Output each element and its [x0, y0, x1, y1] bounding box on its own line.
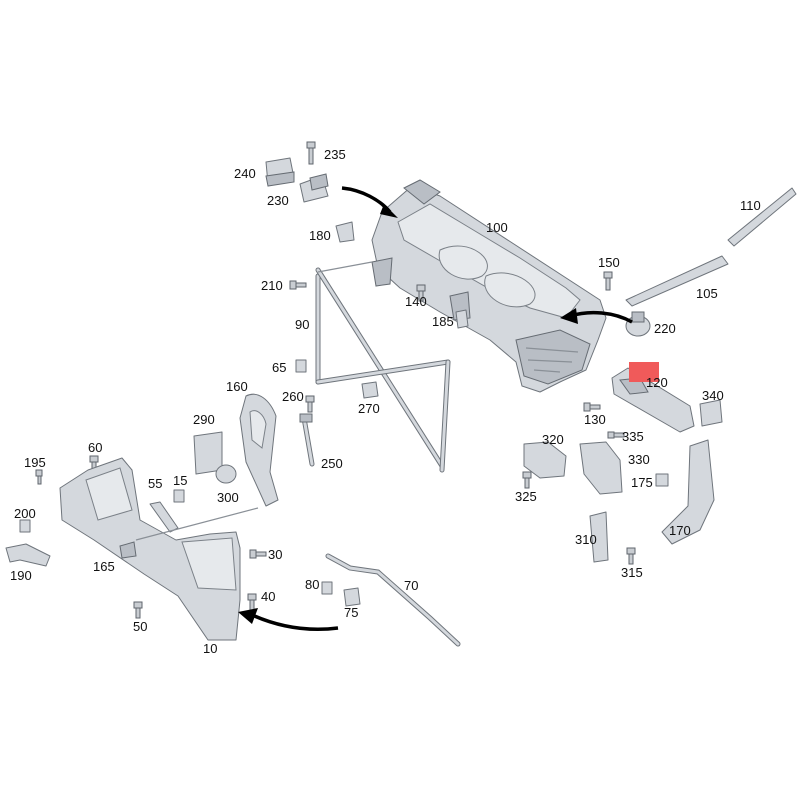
part-200-clip	[19, 519, 31, 533]
part-250-rod	[299, 413, 315, 467]
part-80-clip	[321, 581, 333, 595]
part-180-clip	[335, 221, 355, 243]
part-300-mount	[215, 464, 237, 484]
part-270-clip	[361, 381, 379, 399]
part-140-bolt	[416, 284, 426, 302]
callout-90: 90	[295, 317, 309, 332]
callout-310: 310	[575, 532, 597, 547]
callout-180: 180	[309, 228, 331, 243]
part-30-bolt	[249, 549, 267, 559]
part-260-bolt	[305, 395, 315, 413]
callout-100: 100	[486, 220, 508, 235]
part-185-clip	[455, 309, 469, 329]
callout-30: 30	[268, 547, 282, 562]
callout-230: 230	[267, 193, 289, 208]
part-10-carrier	[59, 457, 259, 641]
part-55-bracket	[149, 501, 179, 533]
callout-340: 340	[702, 388, 724, 403]
callout-110: 110	[740, 198, 761, 213]
part-240-bracket	[265, 157, 295, 187]
callout-300: 300	[217, 490, 239, 505]
part-15-clip	[173, 489, 185, 503]
part-90-strut	[315, 261, 451, 473]
callout-210: 210	[261, 278, 283, 293]
part-320-bracket	[523, 441, 567, 479]
callout-120: 120	[646, 375, 668, 390]
part-100-crossmember	[371, 179, 607, 393]
callout-55: 55	[148, 476, 162, 491]
callout-175: 175	[631, 475, 653, 490]
part-340-bracket	[699, 399, 723, 427]
callout-320: 320	[542, 432, 564, 447]
callout-15: 15	[173, 473, 187, 488]
part-290-bracket	[193, 431, 223, 475]
part-310-bracket	[589, 511, 609, 563]
callout-335: 335	[622, 429, 644, 444]
callout-170: 170	[669, 523, 691, 538]
callout-40: 40	[261, 589, 275, 604]
part-315-bolt	[626, 547, 636, 565]
callout-325: 325	[515, 489, 537, 504]
part-220-sensor	[625, 311, 651, 337]
part-330-bracket	[579, 441, 623, 495]
part-75-clip	[343, 587, 361, 607]
part-70-rod	[325, 553, 461, 647]
part-50-bolt	[133, 601, 143, 619]
part-190-bracket	[5, 543, 51, 567]
part-150-bolt	[603, 271, 613, 291]
part-130-bolt	[583, 402, 601, 412]
part-325-bolt	[522, 471, 532, 489]
callout-80: 80	[305, 577, 319, 592]
arrow-to-carrier	[238, 608, 339, 631]
callout-330: 330	[628, 452, 650, 467]
callout-75: 75	[344, 605, 358, 620]
callout-185: 185	[432, 314, 454, 329]
part-40-bolt	[247, 593, 257, 611]
callout-220: 220	[654, 321, 676, 336]
callout-65: 65	[272, 360, 286, 375]
callout-105: 105	[696, 286, 718, 301]
part-65-clip	[295, 359, 307, 373]
callout-140: 140	[405, 294, 427, 309]
callout-315: 315	[621, 565, 643, 580]
callout-200: 200	[14, 506, 36, 521]
part-170-bracket	[661, 439, 715, 545]
callout-150: 150	[598, 255, 620, 270]
part-110-strip	[727, 187, 797, 247]
callout-160: 160	[226, 379, 248, 394]
callout-130: 130	[584, 412, 606, 427]
callout-250: 250	[321, 456, 343, 471]
callout-70: 70	[404, 578, 418, 593]
callout-240: 240	[234, 166, 256, 181]
callout-50: 50	[133, 619, 147, 634]
highlight-box	[629, 362, 659, 382]
callout-270: 270	[358, 401, 380, 416]
part-210-bolt	[289, 280, 307, 290]
arrow-to-crossmember-right	[560, 308, 633, 324]
callout-labels: 235 240 230 100 180 110 150 210 140 105 …	[10, 147, 761, 656]
callout-195: 195	[24, 455, 46, 470]
callout-60: 60	[88, 440, 102, 455]
part-230-bracket	[299, 173, 329, 203]
part-195-bolt	[35, 469, 43, 485]
part-160-bracket	[239, 393, 279, 507]
callout-290: 290	[193, 412, 215, 427]
callout-235: 235	[324, 147, 346, 162]
arrow-to-crossmember-top	[341, 186, 398, 218]
callout-10: 10	[203, 641, 217, 656]
part-235-bolt	[306, 141, 316, 165]
part-175-clip	[655, 473, 669, 487]
callout-260: 260	[282, 389, 304, 404]
part-105-strip	[625, 255, 729, 307]
callout-190: 190	[10, 568, 32, 583]
part-335-bolt	[607, 431, 625, 439]
callout-165: 165	[93, 559, 115, 574]
